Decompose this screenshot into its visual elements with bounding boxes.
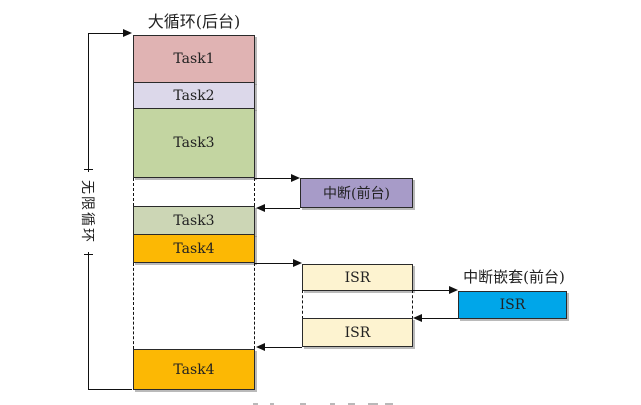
column-gap2-dashed-left <box>133 263 134 349</box>
isr-box-2: ISR <box>302 318 413 347</box>
isr-call-line <box>255 263 294 264</box>
nested-call-arrowhead-icon <box>449 286 458 294</box>
interrupt-return-arrowhead-icon <box>256 204 265 212</box>
interrupt-call-arrowhead-icon <box>291 174 300 182</box>
isr-gap-dashed-right <box>412 290 413 319</box>
nested-return-arrowhead-icon <box>413 314 422 322</box>
loop-label-top-tick <box>84 169 93 170</box>
column-segment-task2: Task2 <box>133 82 255 109</box>
column-segment-task1: Task1 <box>133 35 255 83</box>
column-gap1-dashed-right <box>254 178 255 206</box>
interrupt-box: 中断(前台) <box>300 178 413 208</box>
isr-call-arrowhead-icon <box>293 259 302 267</box>
interrupt-call-line <box>255 178 292 179</box>
diagram-title: 大循环(后台) <box>147 12 241 31</box>
isr-box-1: ISR <box>302 264 413 291</box>
interrupt-return-line <box>264 208 300 209</box>
loop-entry-arrowhead-icon <box>123 29 132 37</box>
column-segment-task4-resumed: Task4 <box>133 349 255 390</box>
nested-isr-box: ISR <box>458 291 567 319</box>
loop-top-line <box>88 33 124 34</box>
nested-call-line <box>413 290 450 291</box>
loop-bottom-line <box>88 389 132 390</box>
isr-return-line <box>264 347 302 348</box>
column-segment-task3-resumed: Task3 <box>133 206 255 235</box>
loop-label-bottom-tick <box>84 254 93 255</box>
nested-interrupt-heading: 中断嵌套(前台) <box>463 268 565 286</box>
isr-return-arrowhead-icon <box>256 343 265 351</box>
nested-return-line <box>421 318 458 319</box>
infinite-loop-label: 无限循环 <box>78 172 98 252</box>
column-segment-task4: Task4 <box>133 234 255 263</box>
column-gap1-dashed-left <box>133 178 134 206</box>
column-gap2-dashed-right <box>254 263 255 349</box>
isr-gap-dashed-left <box>302 290 303 319</box>
column-segment-task3: Task3 <box>133 108 255 178</box>
